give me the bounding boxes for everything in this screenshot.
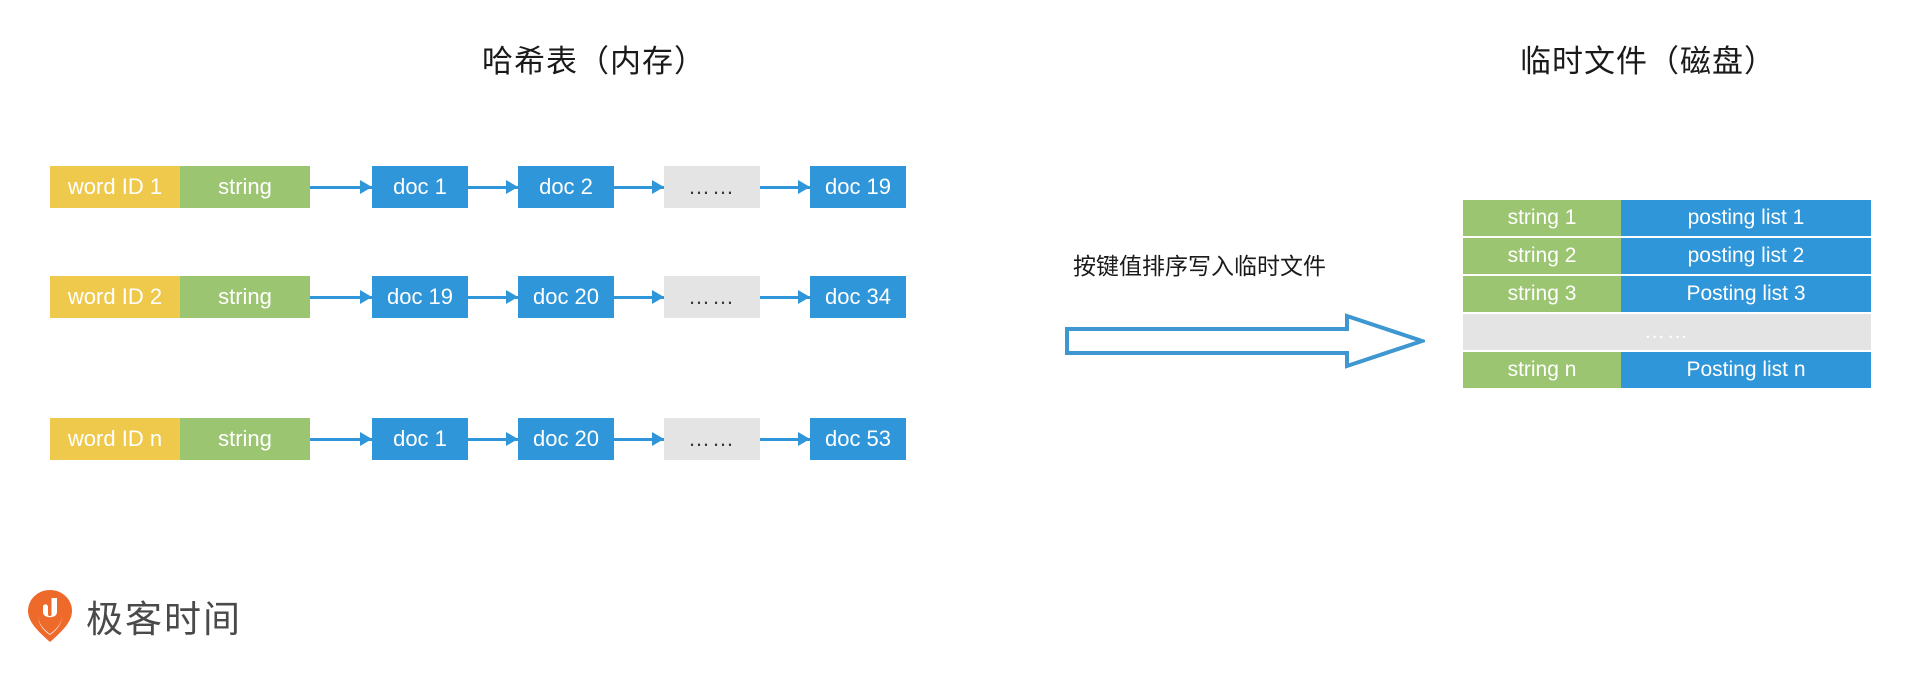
doc-node: doc 20 <box>518 276 614 318</box>
doc-ellipsis: …… <box>664 418 760 460</box>
geek-time-pin-icon <box>28 590 72 642</box>
block-arrow-right-icon <box>1065 313 1425 369</box>
hash-row: word ID 2 string doc 19 doc 20 …… doc 34 <box>50 276 906 318</box>
hash-row: word ID n string doc 1 doc 20 …… doc 53 <box>50 418 906 460</box>
doc-ellipsis: …… <box>664 166 760 208</box>
link-arrow-icon <box>614 166 664 208</box>
doc-node: doc 34 <box>810 276 906 318</box>
file-value-cell: Posting list 3 <box>1621 276 1871 312</box>
link-arrow-icon <box>468 276 518 318</box>
doc-node: doc 1 <box>372 418 468 460</box>
file-ellipsis-cell: …… <box>1463 314 1871 350</box>
table-row: string 1 posting list 1 <box>1463 200 1871 236</box>
string-cell: string <box>180 276 310 318</box>
doc-node: doc 1 <box>372 166 468 208</box>
link-arrow-icon <box>760 166 810 208</box>
link-arrow-icon <box>614 276 664 318</box>
doc-node: doc 53 <box>810 418 906 460</box>
link-arrow-icon <box>760 276 810 318</box>
link-arrow-icon <box>614 418 664 460</box>
word-id-cell: word ID n <box>50 418 180 460</box>
string-cell: string <box>180 166 310 208</box>
doc-node: doc 19 <box>810 166 906 208</box>
brand-logo: 极客时间 <box>26 588 242 644</box>
link-arrow-icon <box>310 276 372 318</box>
logo-text: 极客时间 <box>86 599 242 640</box>
link-arrow-icon <box>760 418 810 460</box>
link-arrow-icon <box>468 166 518 208</box>
doc-node: doc 19 <box>372 276 468 318</box>
doc-node: doc 20 <box>518 418 614 460</box>
hash-table-title: 哈希表（内存） <box>482 44 706 79</box>
doc-ellipsis: …… <box>664 276 760 318</box>
file-key-cell: string 1 <box>1463 200 1621 236</box>
doc-node: doc 2 <box>518 166 614 208</box>
table-row: string n Posting list n <box>1463 352 1871 388</box>
link-arrow-icon <box>468 418 518 460</box>
word-id-cell: word ID 1 <box>50 166 180 208</box>
string-cell: string <box>180 418 310 460</box>
table-row: string 3 Posting list 3 <box>1463 276 1871 312</box>
word-id-cell: word ID 2 <box>50 276 180 318</box>
file-value-cell: Posting list n <box>1621 352 1871 388</box>
link-arrow-icon <box>310 166 372 208</box>
file-key-cell: string 3 <box>1463 276 1621 312</box>
file-value-cell: posting list 2 <box>1621 238 1871 274</box>
table-row-ellipsis: …… <box>1463 314 1871 350</box>
temp-file-table: string 1 posting list 1 string 2 posting… <box>1463 198 1871 390</box>
file-key-cell: string 2 <box>1463 238 1621 274</box>
temp-file-title: 临时文件（磁盘） <box>1520 44 1776 79</box>
table-row: string 2 posting list 2 <box>1463 238 1871 274</box>
transfer-label: 按键值排序写入临时文件 <box>1073 253 1326 279</box>
link-arrow-icon <box>310 418 372 460</box>
file-value-cell: posting list 1 <box>1621 200 1871 236</box>
hash-row: word ID 1 string doc 1 doc 2 …… doc 19 <box>50 166 906 208</box>
file-key-cell: string n <box>1463 352 1621 388</box>
